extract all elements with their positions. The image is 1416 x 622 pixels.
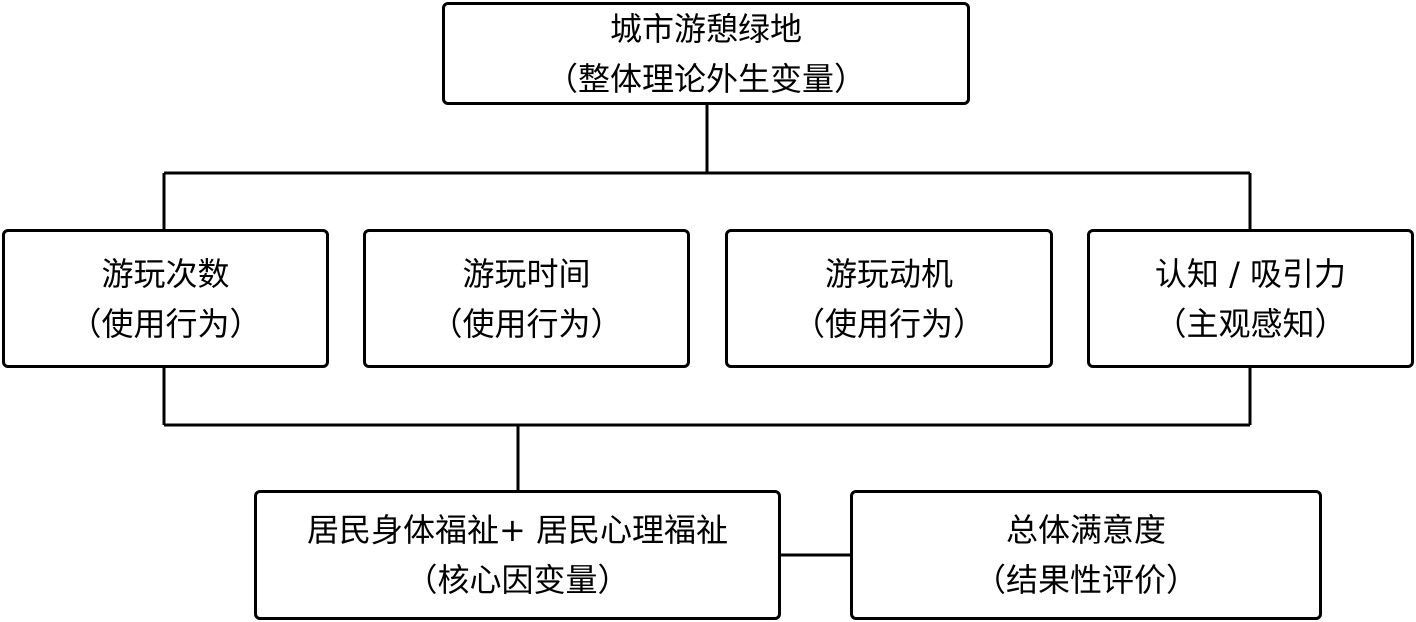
- core-node-subtitle: （核心因变量）: [405, 561, 630, 599]
- factor-node-title: 认知 / 吸引力: [1154, 254, 1347, 293]
- factor-node-subtitle: （主观感知）: [1154, 304, 1347, 343]
- factor-node-title: 游玩动机: [824, 254, 953, 293]
- core-node-title: 居民身体福祉+ 居民心理福祉: [307, 511, 728, 549]
- factor-node-subtitle: （使用行为）: [792, 304, 985, 343]
- root-node-title: 城市游憩绿地: [609, 9, 802, 48]
- factor-node-visit-duration: 游玩时间 （使用行为）: [363, 229, 690, 368]
- core-node-resident-wellbeing: 居民身体福祉+ 居民心理福祉 （核心因变量）: [254, 490, 781, 620]
- factor-node-perception-attraction: 认知 / 吸引力 （主观感知）: [1087, 229, 1414, 368]
- outcome-node-overall-satisfaction: 总体满意度 （结果性评价）: [850, 490, 1322, 620]
- factor-node-title: 游玩时间: [462, 254, 591, 293]
- root-node-urban-green-space: 城市游憩绿地 （整体理论外生变量）: [442, 2, 970, 105]
- root-node-subtitle: （整体理论外生变量）: [545, 59, 866, 98]
- factor-node-visit-motivation: 游玩动机 （使用行为）: [725, 229, 1053, 368]
- outcome-node-title: 总体满意度: [1005, 511, 1166, 549]
- factor-node-subtitle: （使用行为）: [430, 304, 623, 343]
- factor-node-subtitle: （使用行为）: [69, 304, 262, 343]
- factor-node-visit-frequency: 游玩次数 （使用行为）: [2, 229, 329, 368]
- factor-node-title: 游玩次数: [101, 254, 230, 293]
- outcome-node-subtitle: （结果性评价）: [973, 561, 1198, 599]
